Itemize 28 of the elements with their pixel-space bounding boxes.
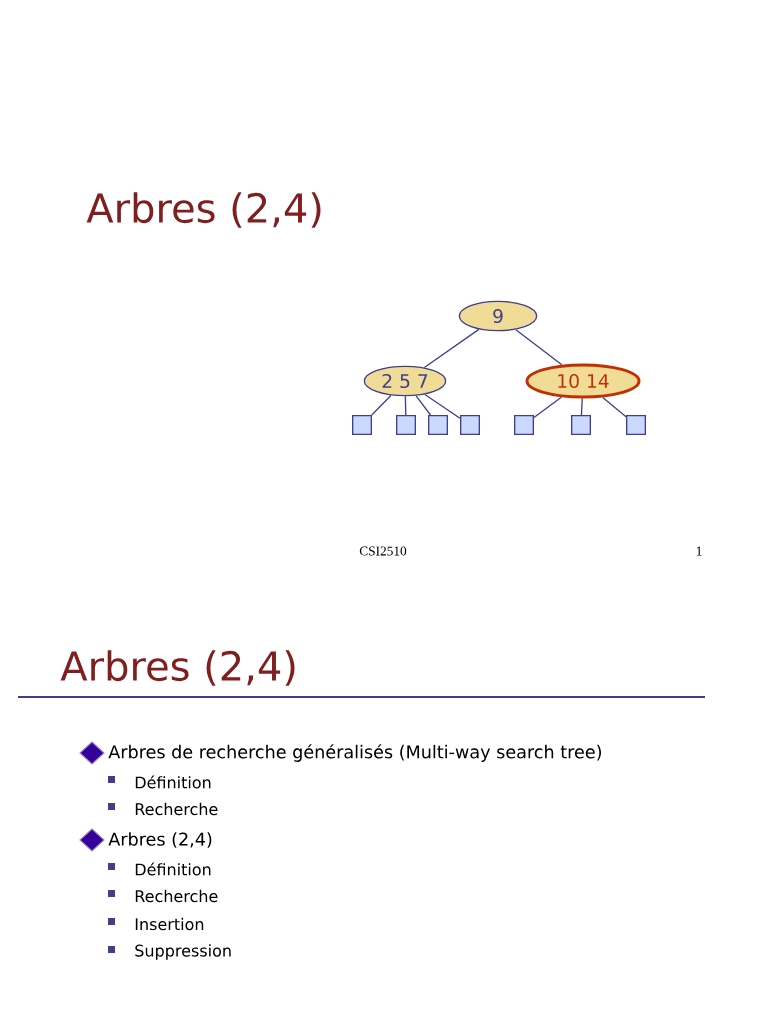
leaf-square [352, 415, 372, 435]
bullet-text: Insertion [135, 917, 204, 931]
tree-line [602, 396, 627, 418]
leaf-square [460, 415, 480, 435]
bullet-text: Suppression [135, 944, 231, 960]
leaf-square [626, 415, 646, 435]
tree-line [371, 394, 392, 416]
leaf-square [514, 415, 534, 435]
slide-title: Arbres (2,4) [60, 650, 295, 686]
leaf-square [571, 415, 591, 435]
bullet-text: Arbres de recherche généralisés (Multi-way search tree) [108, 744, 601, 762]
tree-line [423, 328, 480, 369]
bullet-text: Recherche [135, 889, 218, 903]
leaf-square [396, 415, 416, 435]
bullet-text: Définition [135, 775, 211, 789]
tree-line [533, 396, 562, 419]
tree-line [404, 395, 407, 416]
tree-line [424, 393, 461, 419]
bullet-text: Arbres (2,4) [108, 832, 212, 848]
leaf-square [428, 415, 448, 435]
footer-text: CSI2510 [359, 546, 407, 556]
page-number: 1 [696, 546, 702, 556]
tree-line [415, 395, 432, 416]
bullet-text: Définition [135, 862, 211, 876]
slide-title: Arbres (2,4) [86, 192, 321, 228]
bullet-text: Recherche [135, 802, 218, 816]
tree-line [580, 397, 583, 416]
tree-line [515, 329, 563, 366]
